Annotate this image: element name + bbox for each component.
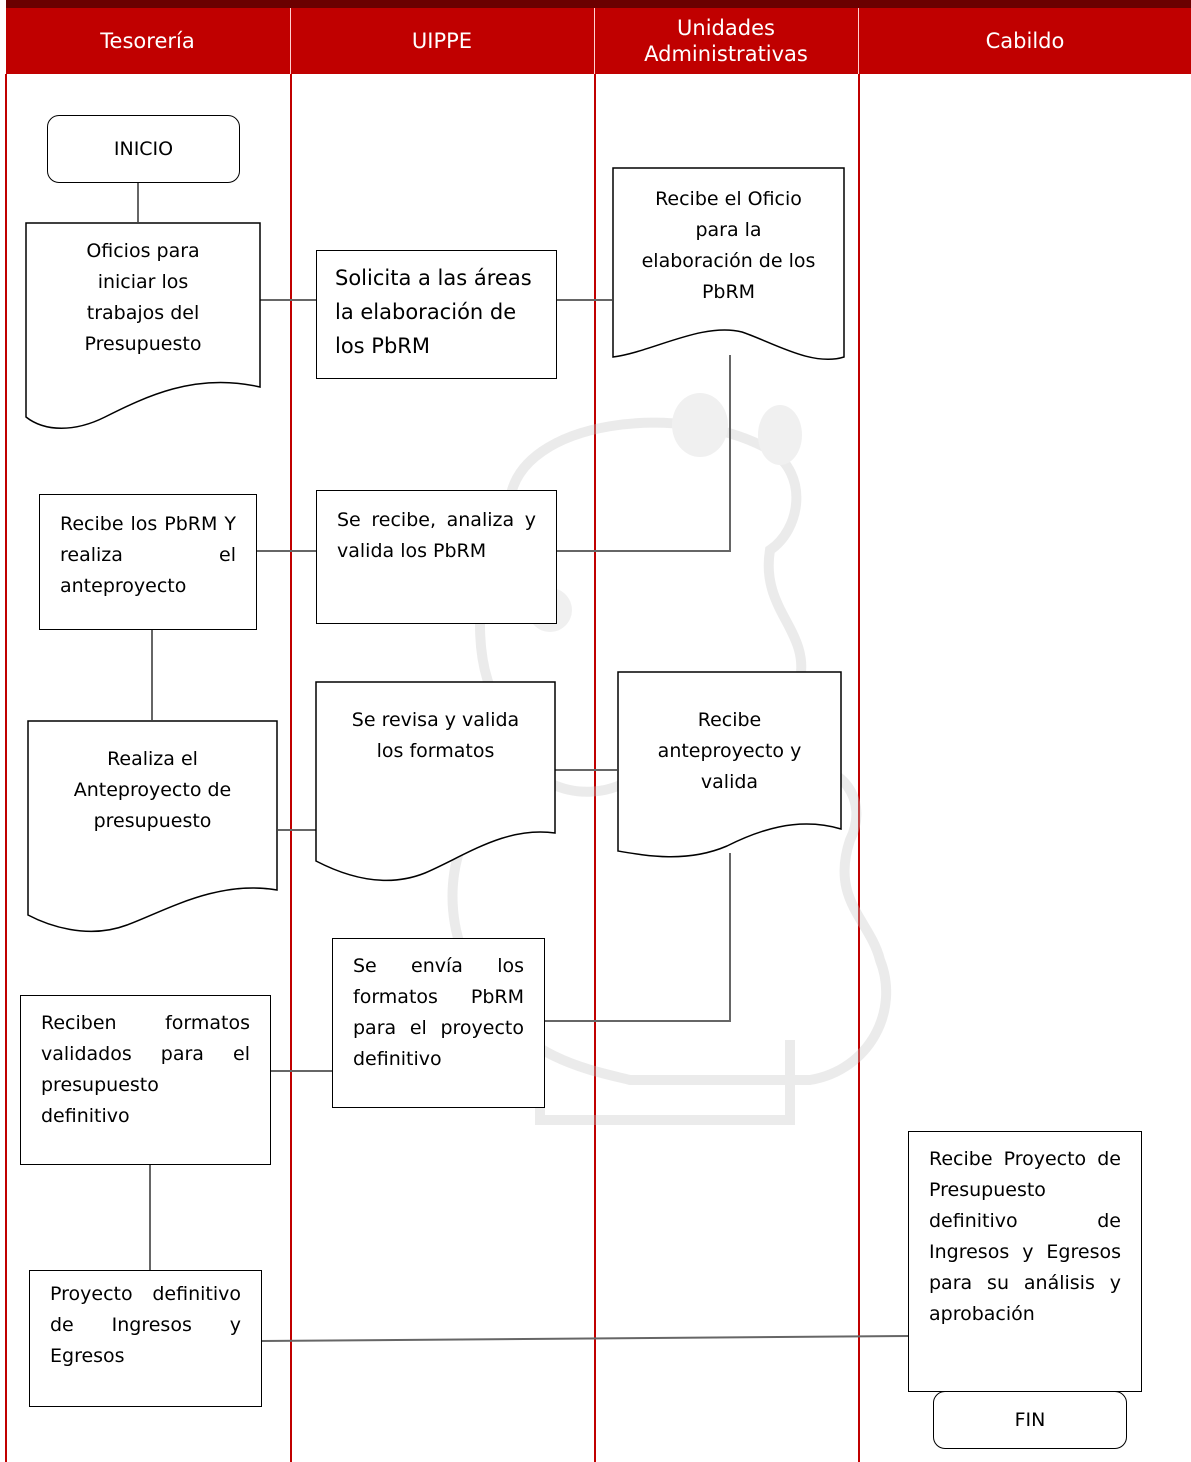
document-oficios: Oficios para iniciar los trabajos del Pr…: [25, 222, 261, 430]
connector-line: [261, 1335, 910, 1342]
process-se-envia: Se envía los formatos PbRM para el proye…: [332, 938, 545, 1108]
document-recibe-oficio-text: Recibe el Oficio para la elaboración de …: [641, 188, 816, 303]
document-realiza-anteproyecto: Realiza el Anteproyecto de presupuesto: [27, 720, 278, 933]
document-recibe-anteproyecto: Recibe anteproyecto y valida: [617, 671, 842, 863]
document-se-revisa: Se revisa y valida los formatos: [315, 681, 556, 889]
process-proyecto-definitivo: Proyecto definitivo de Ingresos y Egreso…: [29, 1270, 262, 1407]
connector-line: [543, 853, 731, 1022]
document-recibe-oficio: Recibe el Oficio para la elaboración de …: [612, 167, 845, 372]
lane-divider: [858, 74, 860, 1462]
process-reciben-formatos: Reciben formatos validados para el presu…: [20, 995, 271, 1165]
document-recibe-anteproyecto-text: Recibe anteproyecto y valida: [657, 709, 802, 793]
lane-header-unidades-administrativas: Unidades Administrativas: [644, 16, 808, 66]
start-terminator: INICIO: [47, 115, 240, 183]
lane-header-tesoreria: Tesorería: [100, 29, 195, 53]
lane-header-bar: [6, 0, 1191, 74]
process-se-recibe: Se recibe, analiza y valida los PbRM: [316, 490, 557, 624]
end-terminator: FIN: [933, 1391, 1127, 1449]
lane-divider: [5, 74, 7, 1462]
document-se-revisa-text: Se revisa y valida los formatos: [351, 709, 520, 762]
lane-divider: [290, 74, 292, 1462]
connector-line: [556, 355, 731, 552]
header-separator: [290, 8, 291, 74]
process-recibe-proyecto: Recibe Proyecto de Presupuesto definitiv…: [908, 1131, 1142, 1392]
document-oficios-text: Oficios para iniciar los trabajos del Pr…: [84, 240, 202, 355]
lane-divider: [594, 74, 596, 1462]
document-realiza-anteproyecto-text: Realiza el Anteproyecto de presupuesto: [73, 748, 232, 832]
lane-header-uippe: UIPPE: [411, 29, 473, 53]
header-separator: [858, 8, 859, 74]
process-recibe-pbrm: Recibe los PbRM Y realiza el anteproyect…: [39, 494, 257, 630]
lane-header-cabildo: Cabildo: [985, 29, 1065, 53]
process-solicita: Solicita a las áreas la elaboración de l…: [316, 250, 557, 379]
header-separator: [594, 8, 595, 74]
